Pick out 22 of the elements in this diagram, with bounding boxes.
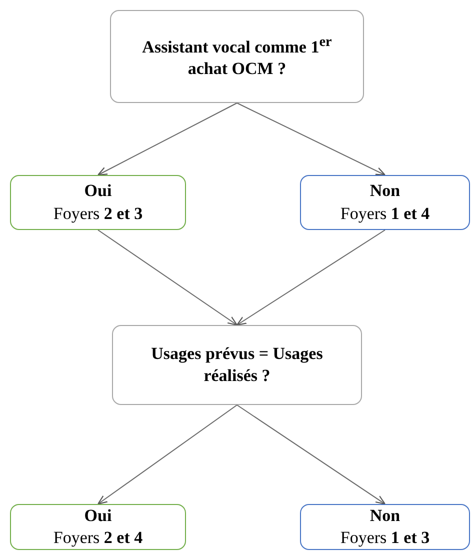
question-text: Assistant vocal comme 1$^{er}$ achat OCM ? — [141, 32, 333, 80]
answer-heading: Oui — [84, 504, 112, 527]
answer-heading: Non — [370, 180, 400, 202]
answer-box — [300, 504, 470, 550]
answer-detail: Foyers 1 et 4 — [340, 202, 430, 225]
answer-detail: Foyers 1 et 3 — [340, 527, 430, 549]
answer-box — [10, 504, 186, 550]
arrow — [236, 102, 386, 176]
answer-heading: Oui — [84, 180, 112, 202]
arrow — [236, 404, 386, 505]
answer-box — [10, 175, 186, 230]
answer-box — [300, 175, 470, 230]
answer-detail: Foyers 2 et 4 — [53, 527, 143, 549]
arrow — [236, 230, 386, 326]
arrow — [97, 102, 238, 176]
question-box — [112, 325, 362, 405]
answer-heading: Non — [370, 504, 400, 527]
arrow — [97, 404, 238, 505]
question-text: Usages prévus = Usages réalisés ? — [150, 342, 324, 387]
answer-detail: Foyers 2 et 3 — [53, 202, 143, 225]
question-box — [110, 10, 364, 103]
arrow — [98, 230, 238, 326]
